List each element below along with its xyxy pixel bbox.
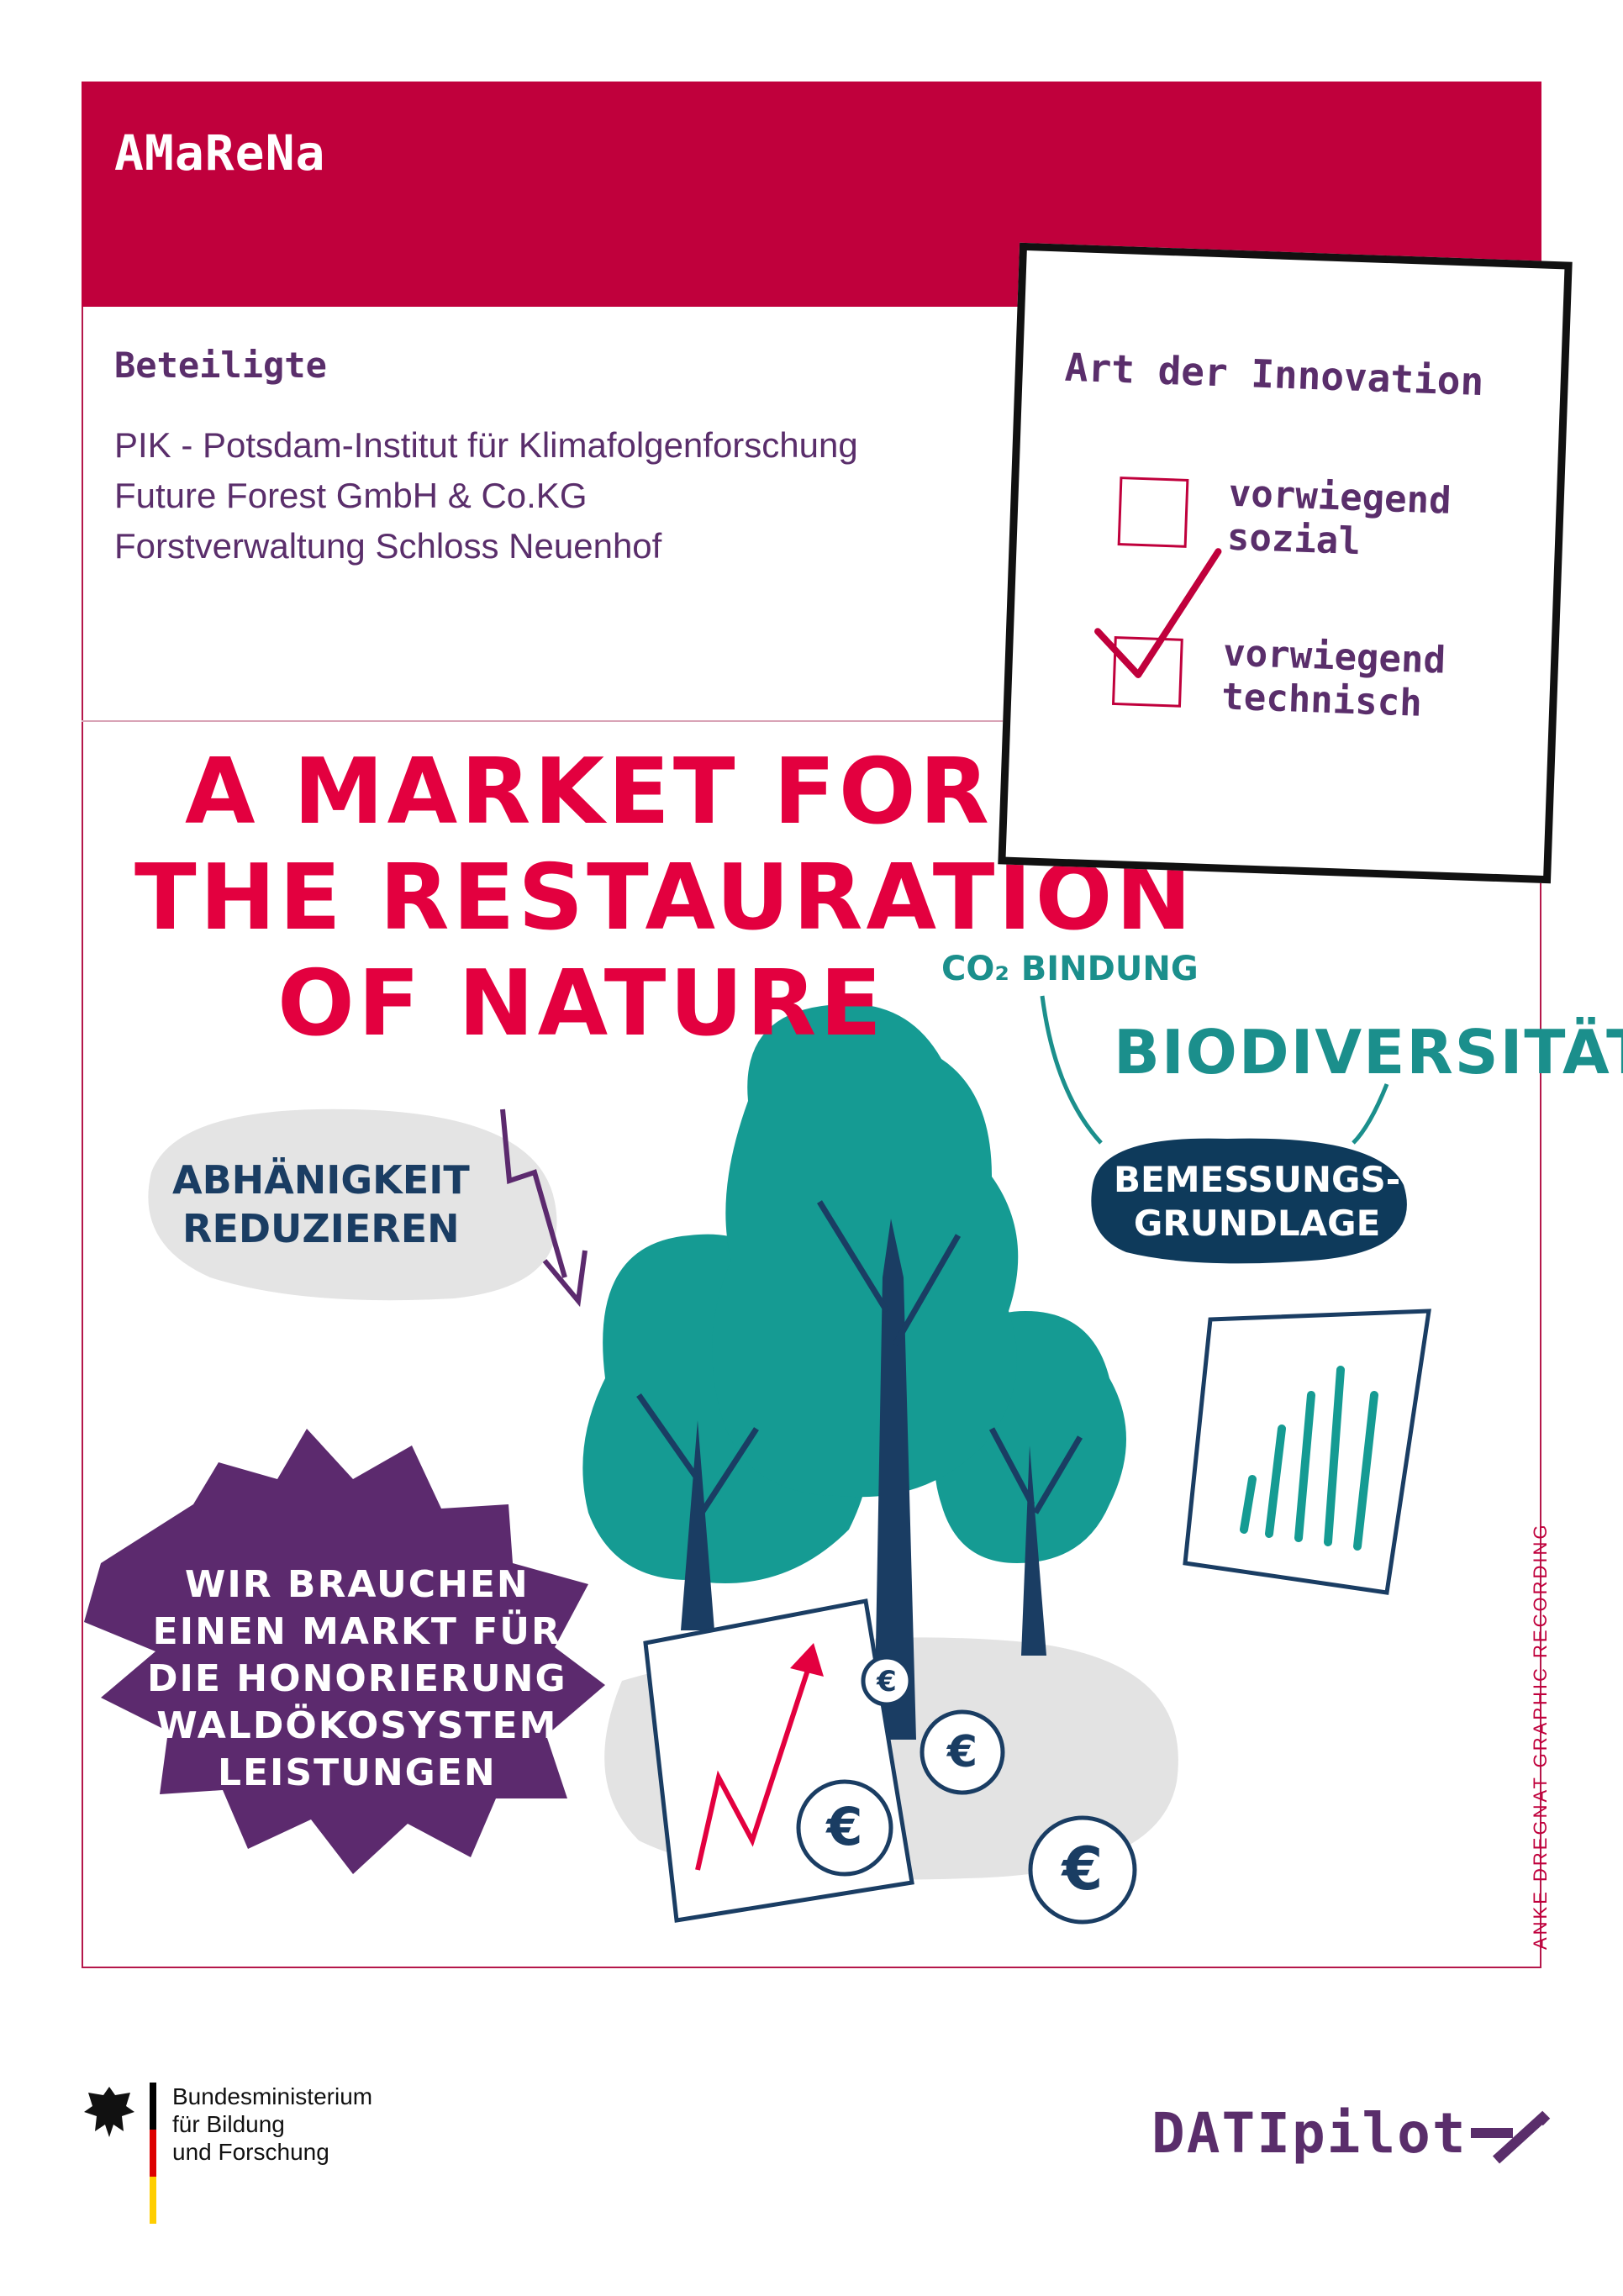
growth-arrow-head — [790, 1643, 824, 1677]
bemessung-line: GRUNDLAGE — [1133, 1203, 1381, 1244]
arrow-bio — [1352, 1083, 1389, 1145]
section-divider — [82, 720, 1541, 722]
markt-line: WALDÖKOSYSTEM — [156, 1704, 558, 1747]
participant-item: Future Forest GmbH & Co.KG — [114, 476, 588, 515]
markt-text: WIR BRAUCHEN EINEN MARKT FÜR DIE HONORIE… — [147, 1561, 567, 1797]
euro-symbols: € € € € — [825, 1665, 1103, 1904]
federal-eagle-icon — [84, 2087, 134, 2137]
participants-label: Beteiligte — [114, 345, 327, 386]
euro-coins — [796, 1655, 1137, 1925]
svg-text:€: € — [876, 1665, 897, 1698]
option-line: vorwiegend — [1227, 471, 1452, 523]
abhaengigkeit-line: REDUZIEREN — [182, 1206, 460, 1251]
ministry-line: Bundesministerium — [172, 2083, 373, 2109]
arrow-to-trees — [500, 1109, 567, 1278]
checkmark-icon — [1094, 548, 1222, 678]
svg-text:€: € — [946, 1727, 977, 1777]
tree-trunk-middle — [874, 1219, 916, 1740]
participant-item: Forstverwaltung Schloss Neuenhof — [114, 526, 662, 566]
biodiversitaet-label: BIODIVERSITÄT — [1114, 1017, 1623, 1087]
abhaengigkeit-line: ABHÄNIGKEIT — [172, 1157, 470, 1203]
co2-bindung-label: CO₂ BINDUNG — [941, 950, 1199, 988]
markt-line: WIR BRAUCHEN — [184, 1563, 530, 1606]
markt-line: LEISTUNGEN — [217, 1751, 497, 1794]
datipilot-logo: DATIpilot — [1151, 2101, 1468, 2166]
bemessung-text: BEMESSUNGS- GRUNDLAGE — [1114, 1158, 1400, 1245]
bar-chart-bars — [1240, 1366, 1378, 1551]
gray-speech-blob — [148, 1109, 557, 1301]
ministry-name: Bundesministerium für Bildung und Forsch… — [172, 2083, 372, 2166]
svg-text:€: € — [1061, 1835, 1104, 1904]
ministry-line: für Bildung — [172, 2111, 285, 2137]
illustration-headline: A MARKET FOR THE RESTAURATION OF NATURE — [126, 740, 1192, 1057]
headline-line: OF NATURE — [277, 951, 886, 1056]
project-title: AMaReNa — [114, 124, 326, 182]
tree-branches — [636, 1200, 1083, 1514]
ministry-line: und Forschung — [172, 2139, 329, 2165]
bemessung-line: BEMESSUNGS- — [1114, 1159, 1401, 1200]
participant-item: PIK - Potsdam-Institut für Klimafolgenfo… — [114, 425, 858, 465]
datipilot-mark-icon — [1471, 2110, 1551, 2164]
markt-line: DIE HONORIERUNG — [147, 1657, 567, 1700]
participants-list: PIK - Potsdam-Institut für Klimafolgenfo… — [114, 420, 858, 571]
illustrator-credit: ANKE DREGNAT GRAPHIC RECORDING — [1530, 1522, 1551, 1950]
spiky-burst — [84, 1429, 605, 1874]
bemessung-blob — [1091, 1138, 1407, 1264]
markt-line: EINEN MARKT FÜR — [152, 1610, 561, 1653]
arrow-co2 — [1040, 995, 1103, 1145]
tree-trunk-left — [681, 1420, 714, 1630]
innovation-card: Art der Innovation vorwiegend sozial vor… — [998, 242, 1573, 884]
abhaengigkeit-text: ABHÄNIGKEIT REDUZIEREN — [172, 1156, 470, 1253]
headline-line: A MARKET FOR — [185, 740, 993, 845]
growth-line — [695, 1659, 814, 1871]
svg-text:€: € — [825, 1796, 862, 1857]
tree-crown-middle — [712, 1003, 1019, 1498]
innovation-title: Art der Innovation — [1064, 344, 1485, 405]
german-flag-bar — [150, 2083, 156, 2224]
arrow-head — [542, 1250, 588, 1308]
